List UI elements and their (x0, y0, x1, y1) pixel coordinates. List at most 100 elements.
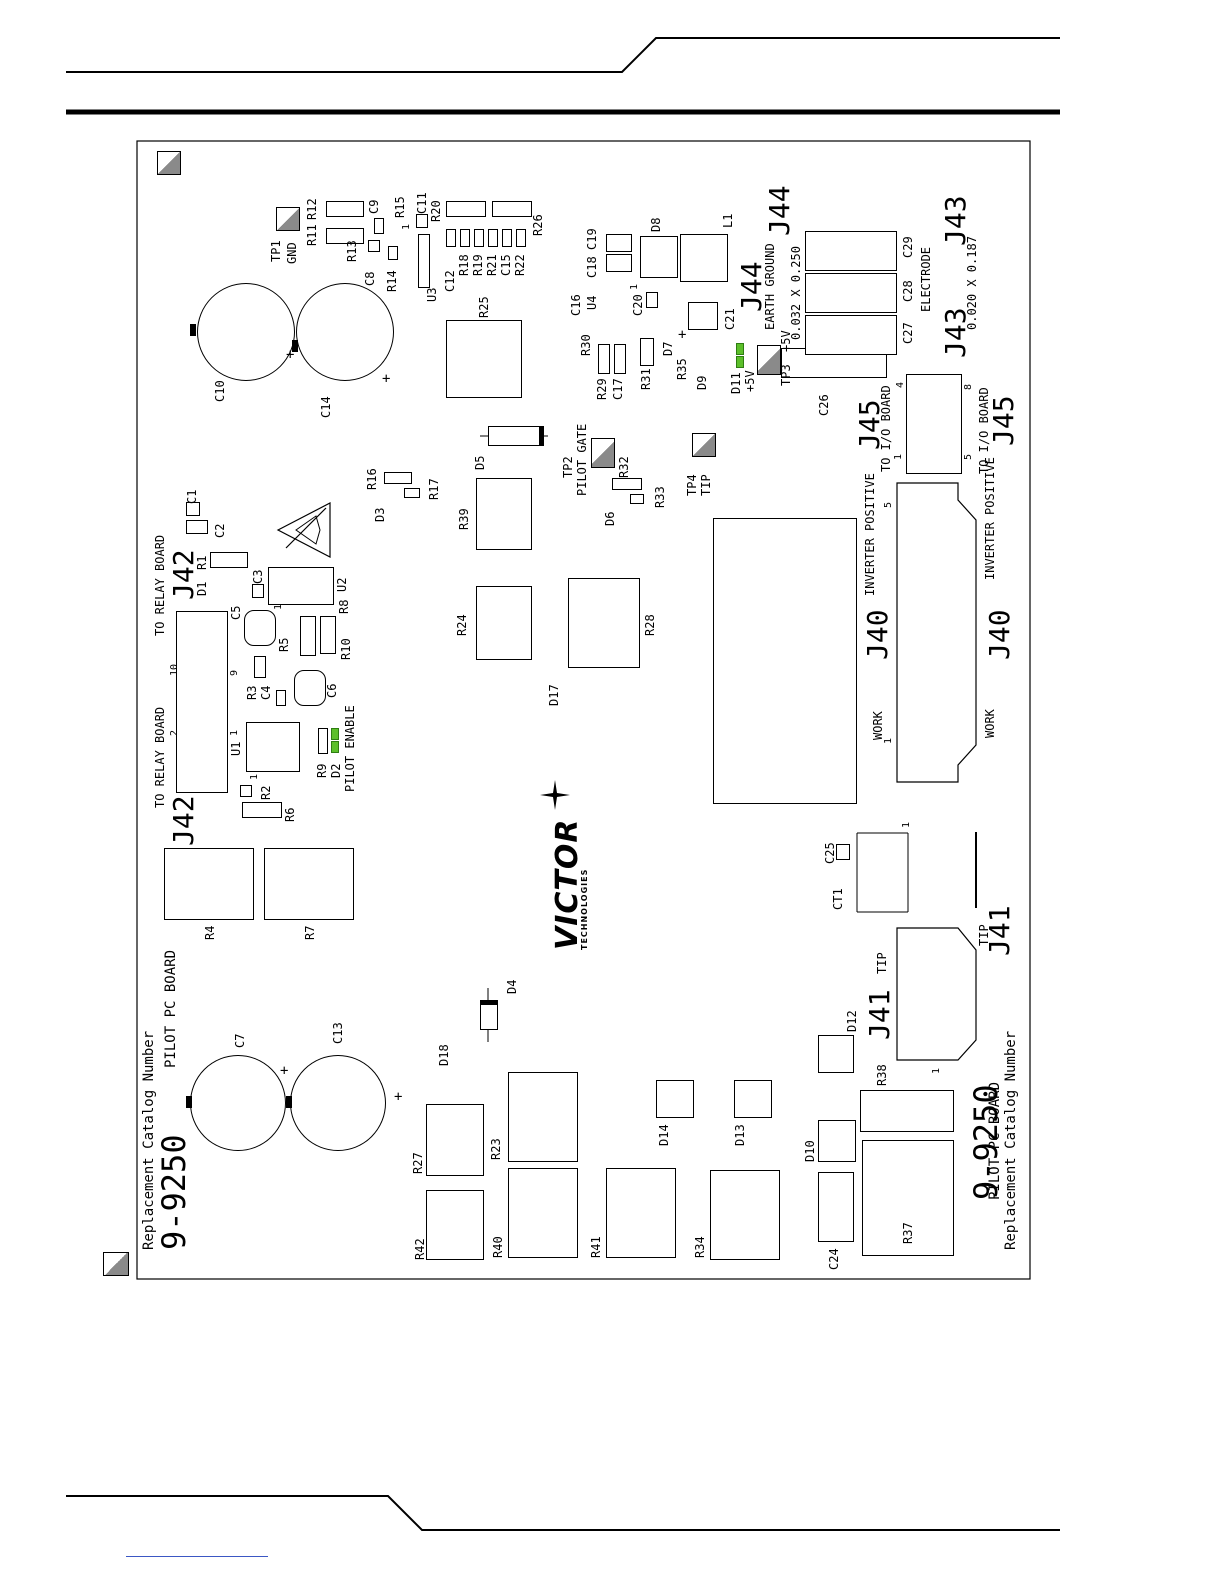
j40-connector (896, 482, 977, 783)
inverter-positive-right: INVERTER POSITIVE (983, 457, 997, 580)
r6-resistor (242, 802, 282, 818)
r29-resistor (598, 344, 610, 374)
c4-capacitor (276, 690, 286, 706)
u3-pin-1: 1 (401, 223, 412, 230)
r34-resistor (710, 1170, 780, 1260)
ref-c24: C24 (827, 1248, 841, 1270)
electrode-label: ELECTRODE (919, 246, 933, 312)
ct1-pin-1: 1 (901, 821, 912, 828)
tp3-label: TP3 (779, 364, 793, 386)
u1-pin-1: 1 (249, 773, 260, 780)
part-number-left: 9-9250 (155, 1134, 193, 1250)
ref-c28: C28 (901, 280, 915, 302)
c24-capacitor (818, 1172, 854, 1242)
to-io-board-left: TO I/O BOARD (879, 385, 893, 472)
capacitor-c10 (197, 283, 295, 381)
r16-resistor (384, 472, 412, 484)
r19-resistor (474, 229, 484, 247)
l1-inductor (680, 234, 728, 282)
r20-resistor (446, 201, 486, 217)
j42-label-top: J42 (167, 549, 200, 600)
to-io-board-right: TO I/O BOARD (977, 387, 991, 474)
ref-c2: C2 (213, 523, 227, 538)
earth-ground-label: EARTH GROUND (763, 243, 777, 330)
r39-resistor (476, 478, 532, 550)
j42-pin-2: 2 (169, 729, 180, 736)
capacitor-c14 (296, 283, 394, 381)
ref-r40: R40 (491, 1236, 505, 1258)
d5-diode (488, 426, 544, 446)
c25-capacitor (836, 844, 850, 860)
ref-r16: R16 (365, 468, 379, 490)
j42-pin-1: 1 (229, 729, 240, 736)
ref-r14: R14 (385, 270, 399, 292)
tp1-sub-label: GND (285, 242, 299, 264)
ref-c29: C29 (901, 236, 915, 258)
r40-resistor (508, 1168, 578, 1258)
logo-subtext: TECHNOLOGIES (580, 868, 589, 950)
ref-c8: C8 (363, 271, 377, 286)
c20-capacitor (646, 292, 658, 308)
ref-r10: R10 (339, 638, 353, 660)
ref-c21: C21 (723, 308, 737, 330)
r21-resistor (488, 229, 498, 247)
r24-resistor (476, 586, 532, 660)
ref-d14: D14 (657, 1124, 671, 1146)
ref-r42: R42 (413, 1238, 427, 1260)
ref-r2: R2 (259, 785, 273, 800)
ref-c26: C26 (817, 394, 831, 416)
ref-c1: C1 (185, 489, 199, 504)
c21-plus: + (678, 327, 687, 343)
catalog-label-left: Replacement Catalog Number (141, 1030, 157, 1250)
r4-resistor (164, 848, 254, 920)
footer-rule (66, 1495, 1060, 1531)
c9-capacitor (374, 218, 384, 234)
tp3-sub-label: +5V (779, 330, 793, 352)
c6-capacitor (294, 670, 326, 706)
ref-d13: D13 (733, 1124, 747, 1146)
u2-pin-1: 1 (273, 603, 284, 610)
tp2-label: TP2 (561, 456, 575, 478)
r8-resistor (320, 616, 336, 654)
ref-c3: C3 (251, 569, 265, 584)
r3-resistor (254, 656, 266, 678)
tp1-label: TP1 (269, 240, 283, 262)
header-rule-top (66, 37, 1060, 73)
ref-r5: R5 (277, 637, 291, 652)
r18-resistor (460, 229, 470, 247)
j44-label-top: J44 (763, 185, 796, 236)
ref-d5: D5 (473, 455, 487, 470)
ref-d9: D9 (695, 375, 709, 390)
ref-r30: R30 (579, 334, 593, 356)
ref-c13: C13 (331, 1022, 345, 1044)
r42-resistor (426, 1190, 484, 1260)
r27-resistor (426, 1104, 484, 1176)
tp4-label: TP4 (685, 474, 699, 496)
ref-r32: R32 (617, 456, 631, 478)
inverter-positive-left: INVERTER POSITIVE (863, 473, 877, 596)
ref-d17: D17 (547, 684, 561, 706)
footer-link-underline[interactable] (126, 1556, 268, 1557)
c15-capacitor (502, 229, 512, 247)
esd-warning-icon (276, 502, 331, 558)
r10-resistor (300, 616, 316, 656)
c8-capacitor (368, 240, 380, 252)
ref-r31: R31 (639, 368, 653, 390)
j40-terminal-block (713, 518, 857, 804)
ref-c27: C27 (901, 322, 915, 344)
ref-d18: D18 (437, 1044, 451, 1066)
c21-capacitor (688, 302, 718, 330)
ref-c11: C11 (415, 192, 429, 214)
c28-capacitor (805, 273, 897, 313)
ref-r21: R21 (485, 254, 499, 276)
ref-d4: D4 (505, 979, 519, 994)
ref-r9: R9 (315, 763, 329, 778)
j42-relay-label-top: TO RELAY BOARD (153, 534, 167, 636)
board-name-left: PILOT PC BOARD (163, 949, 179, 1068)
j45-pin-1: 1 (893, 453, 904, 460)
ref-u2: U2 (335, 577, 349, 592)
d13-package (734, 1080, 772, 1118)
c10-marker (190, 324, 196, 336)
u2-chip (268, 567, 334, 605)
ref-d12: D12 (845, 1010, 859, 1032)
